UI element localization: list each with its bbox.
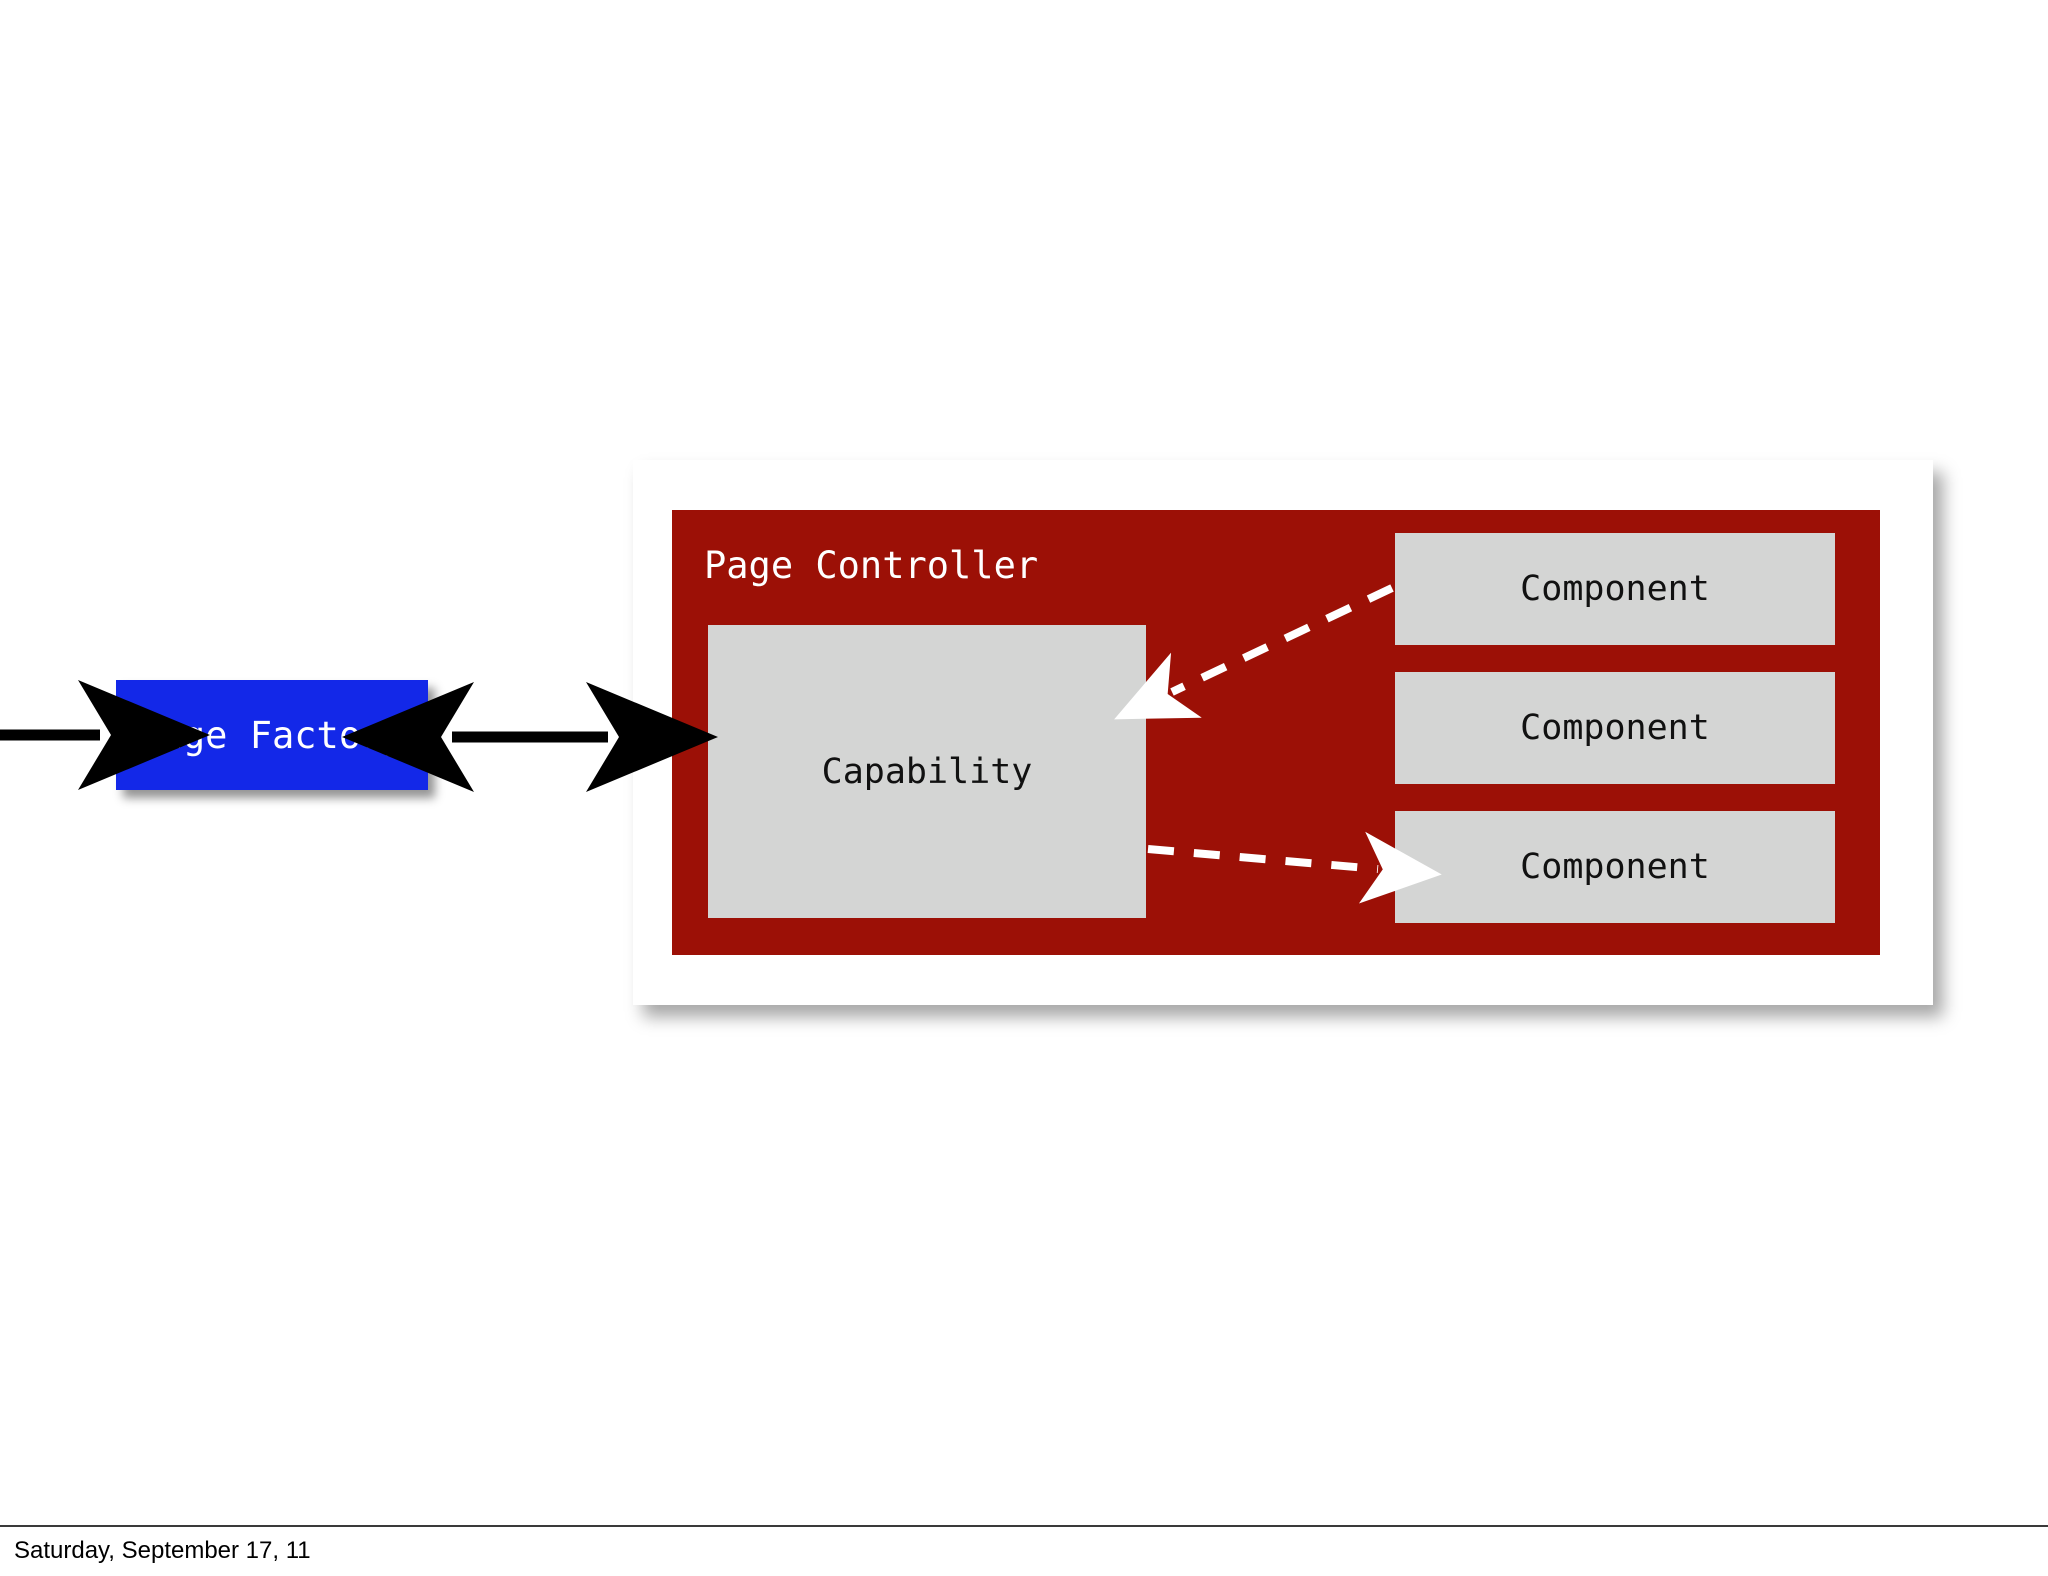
footer-date-text: Saturday, September 17, 11: [14, 1537, 311, 1564]
node-capability-label: Capability: [821, 751, 1033, 792]
node-capability[interactable]: Capability: [708, 625, 1146, 918]
node-component-3-label: Component: [1520, 847, 1710, 887]
node-component-2-label: Component: [1520, 708, 1710, 748]
node-page-factory-label: Page Factory: [138, 713, 406, 757]
node-component-2[interactable]: Component: [1395, 672, 1835, 784]
footer-divider: [0, 1525, 2048, 1527]
slide-canvas: Page Factory Page Controller Capability …: [0, 510, 1880, 955]
node-component-1-label: Component: [1520, 569, 1710, 609]
node-component-3[interactable]: Component: [1395, 811, 1835, 923]
node-component-1[interactable]: Component: [1395, 533, 1835, 645]
node-page-controller-label: Page Controller: [704, 544, 1039, 587]
footer-bar: Saturday, September 17, 11: [0, 1527, 2048, 1576]
node-page-factory[interactable]: Page Factory: [116, 680, 428, 790]
